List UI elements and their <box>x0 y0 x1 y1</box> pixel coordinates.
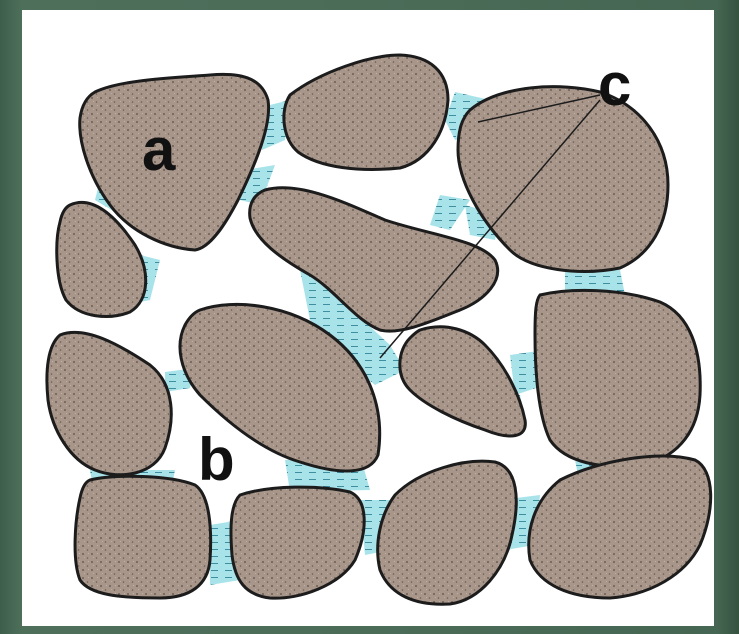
grain <box>529 456 711 598</box>
grain <box>75 476 211 598</box>
label-c: c <box>598 51 631 118</box>
grain <box>47 332 171 474</box>
water-film <box>430 195 470 230</box>
grain <box>378 461 517 604</box>
grain <box>231 487 364 598</box>
grain <box>458 87 668 272</box>
grain <box>535 290 700 466</box>
label-b: b <box>198 426 235 493</box>
grain <box>284 55 448 169</box>
label-a: a <box>142 116 176 183</box>
grain <box>400 327 525 436</box>
